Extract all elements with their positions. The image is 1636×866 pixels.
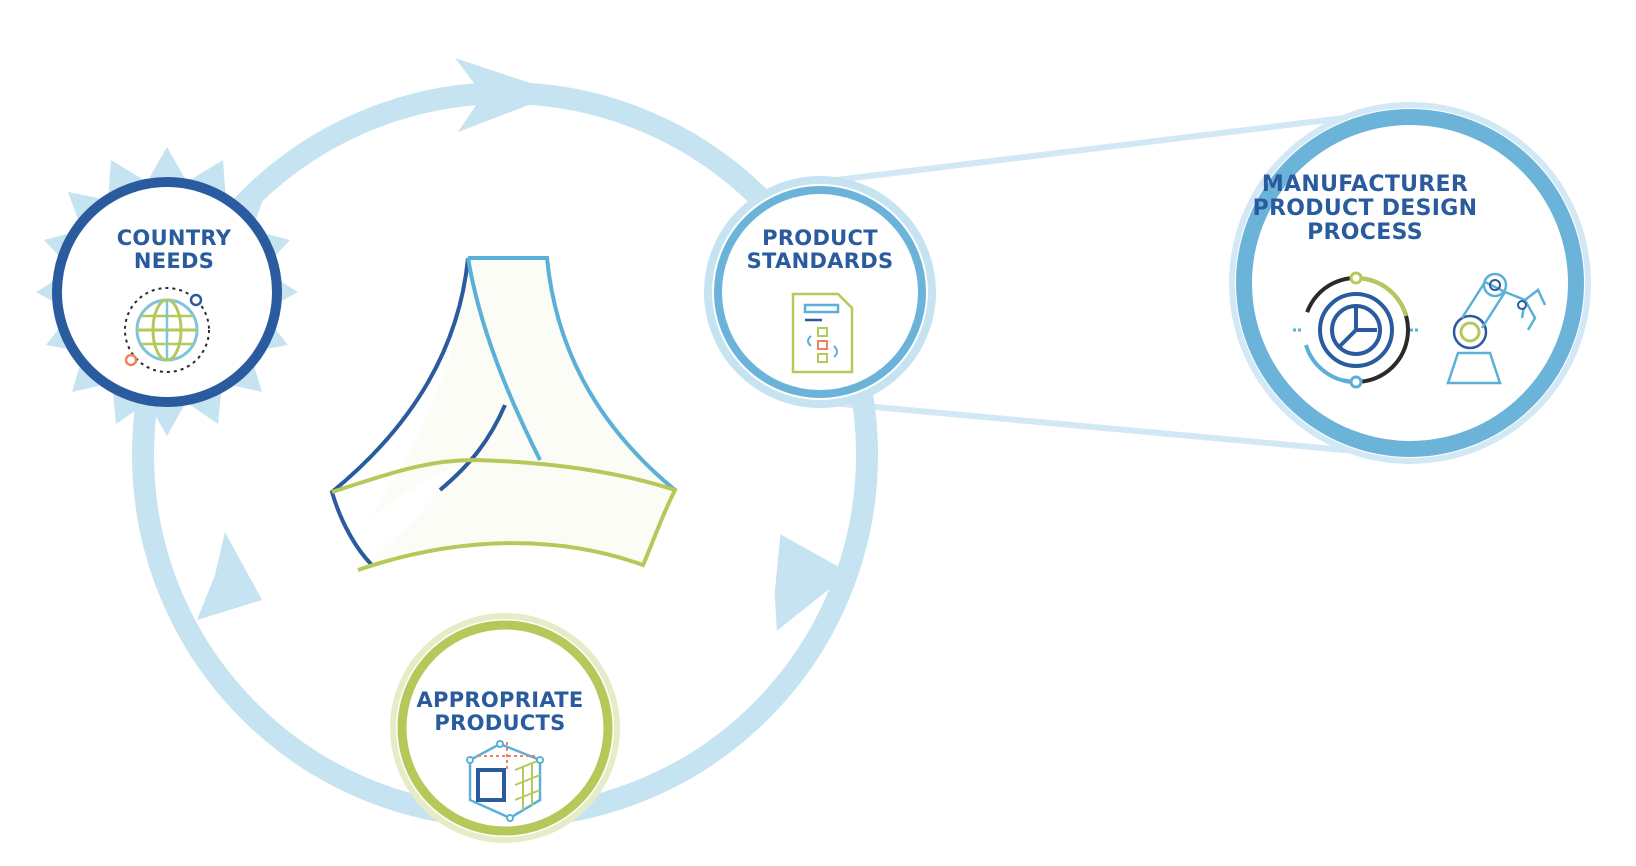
appropriate-products-node [390, 613, 620, 843]
arrow-right [774, 534, 850, 631]
cube-icon [466, 740, 544, 822]
appropriate-products-line2: PRODUCTS [434, 710, 566, 735]
arrow-left [197, 532, 262, 620]
logo-stroke-green [331, 457, 678, 572]
logo-stroke-mid [468, 256, 677, 492]
product-standards-label: PRODUCT STANDARDS [730, 227, 910, 272]
manufacturer-line1: MANUFACTURER [1261, 172, 1469, 197]
logo-stroke-dark-inner [438, 404, 507, 492]
appropriate-products-label: APPROPRIATE PRODUCTS [400, 689, 600, 734]
gauge-icon [1293, 271, 1420, 389]
logo-stroke-mid-inner [466, 257, 542, 461]
robot-arm-icon [1446, 272, 1547, 385]
product-standards-line1: PRODUCT [762, 226, 878, 250]
arrow-top [455, 58, 560, 132]
appropriate-products-line1: APPROPRIATE [416, 688, 584, 712]
zoom-connector [819, 107, 1411, 459]
country-needs-label: COUNTRY NEEDS [84, 227, 264, 272]
document-icon [791, 292, 854, 374]
country-needs-line2: NEEDS [133, 248, 215, 273]
center-logo [329, 256, 678, 572]
manufacturer-line3: PROCESS [1307, 219, 1423, 245]
manufacturer-label: MANUFACTURER PRODUCT DESIGN PROCESS [1225, 173, 1505, 244]
cycle-arrows [197, 58, 850, 631]
country-needs-line1: COUNTRY [116, 226, 232, 250]
globe-icon [124, 287, 210, 373]
product-standards-node [704, 176, 936, 408]
manufacturer-node [1229, 102, 1591, 464]
country-needs-node [36, 147, 298, 436]
product-standards-line2: STANDARDS [746, 248, 894, 273]
manufacturer-line2: PRODUCT DESIGN [1252, 195, 1478, 221]
logo-stroke-dark [329, 257, 470, 567]
